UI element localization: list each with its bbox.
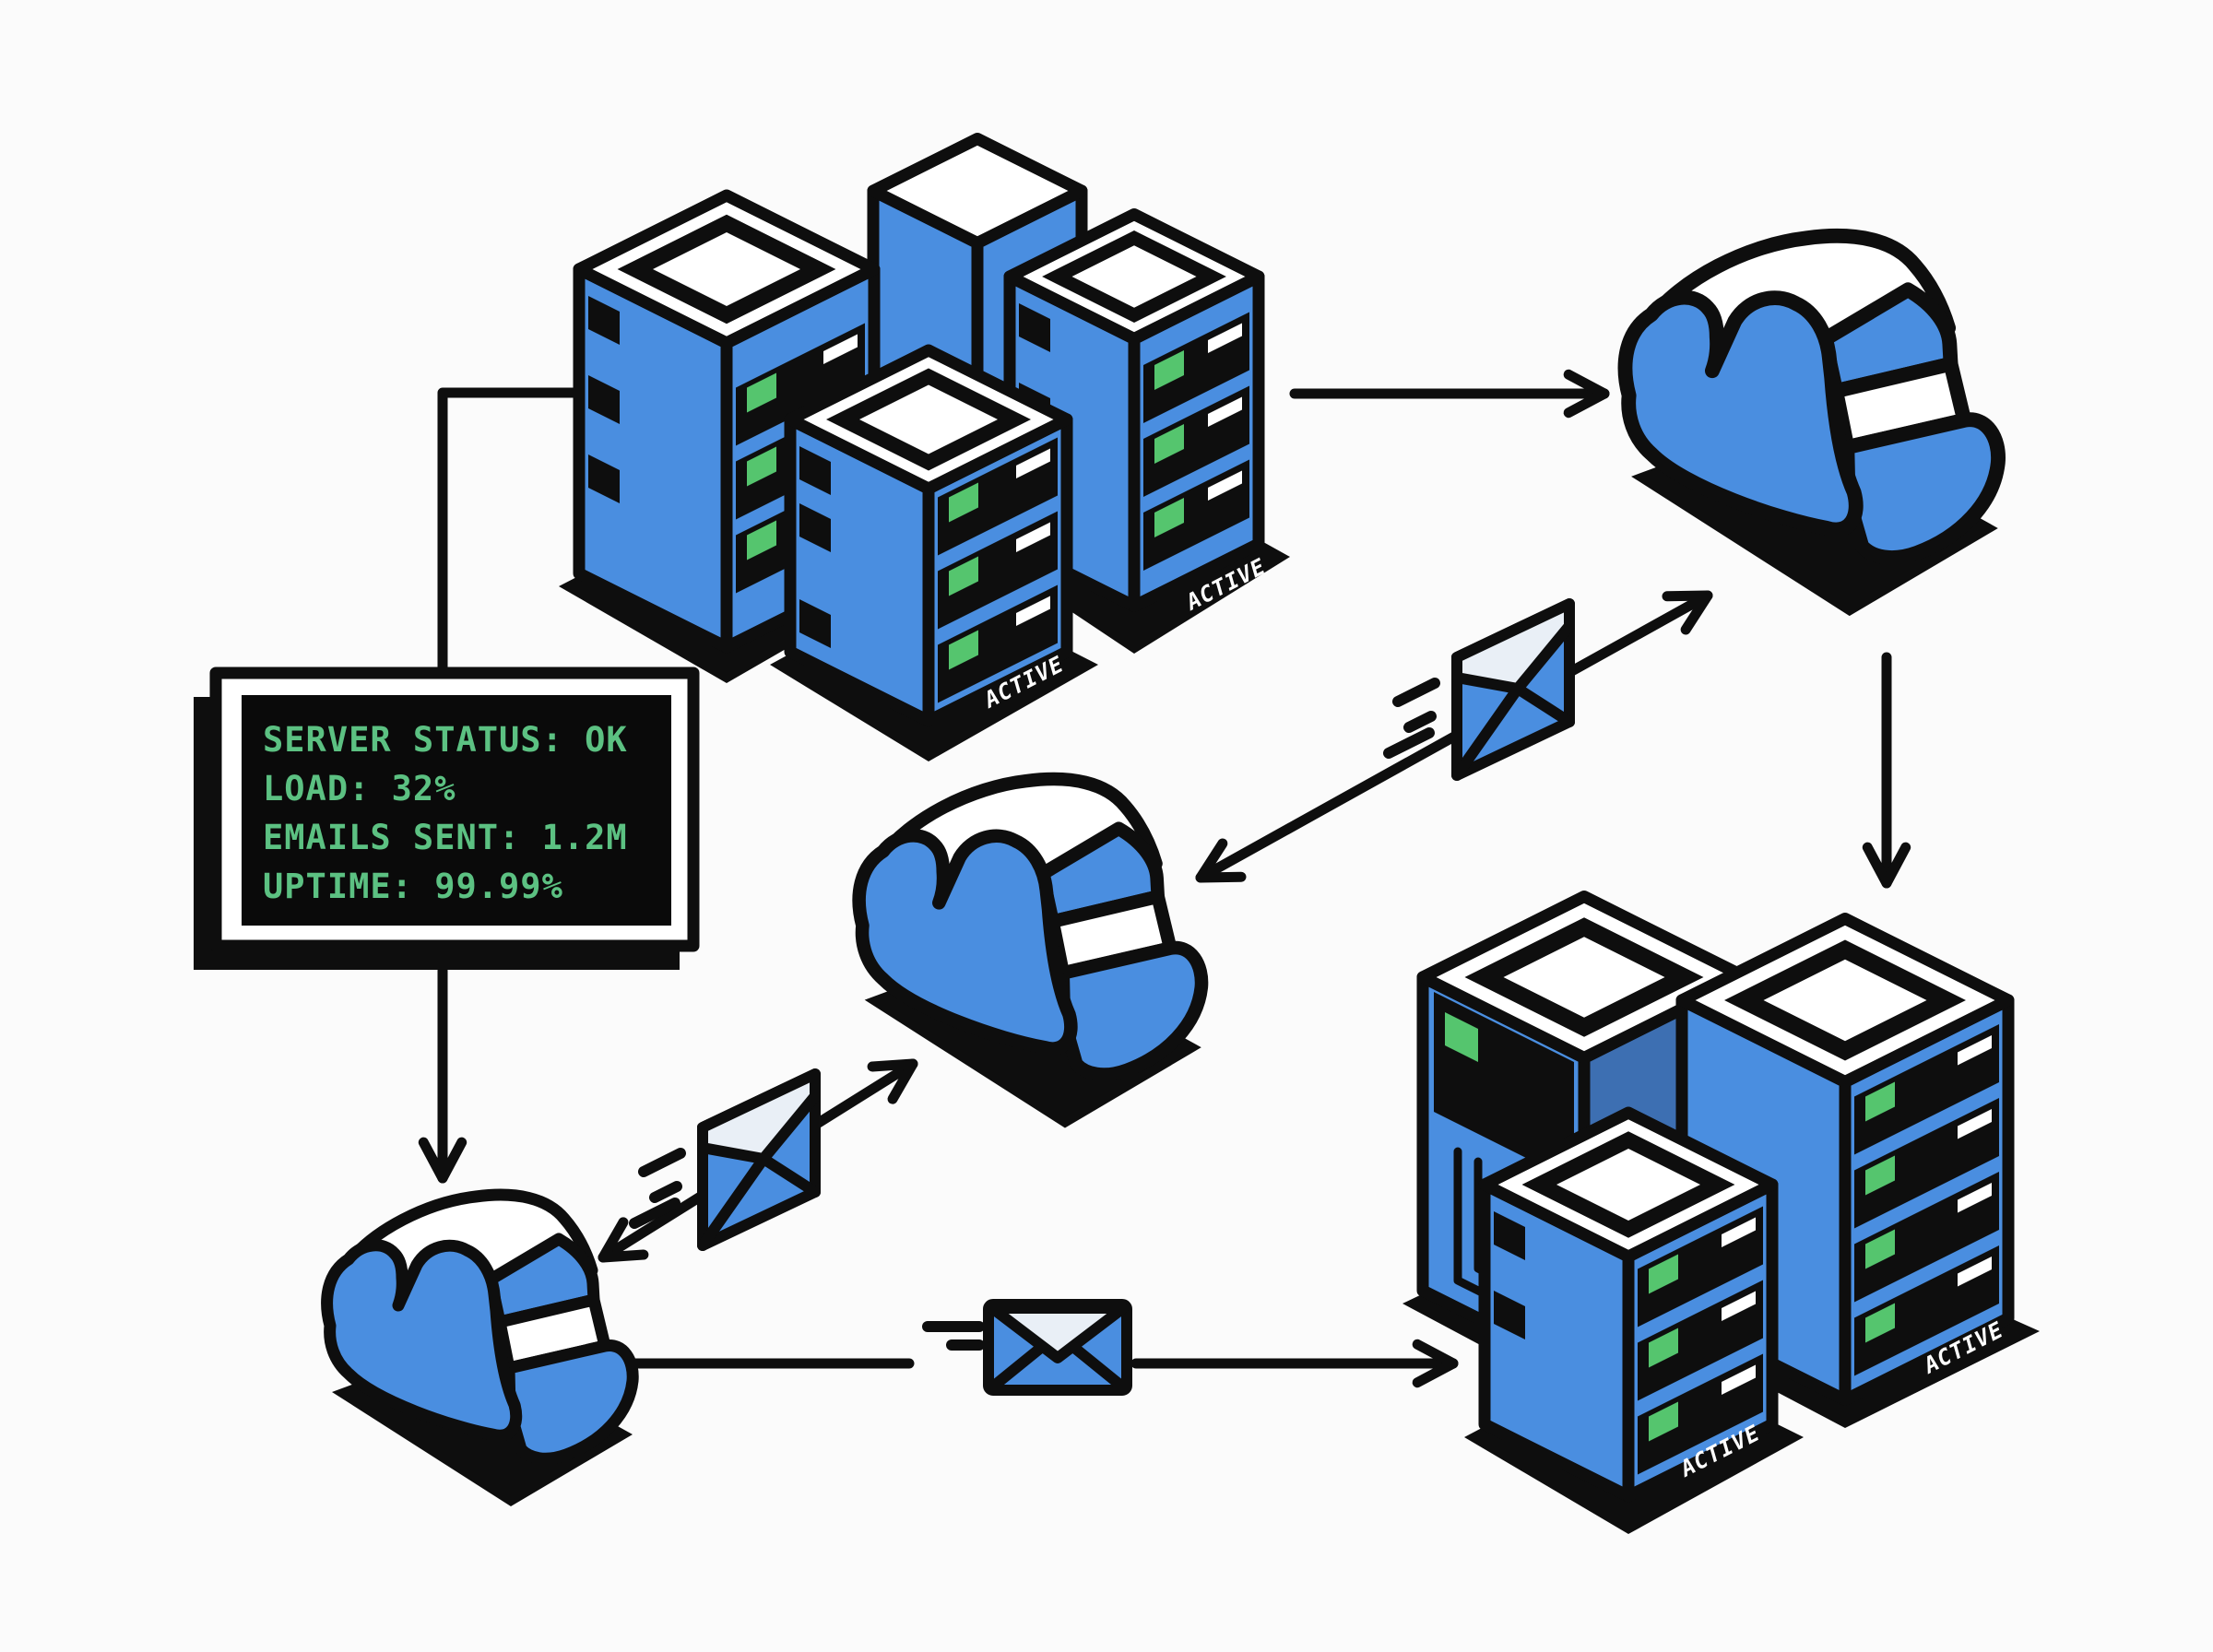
cloud-side-lobe (1056, 940, 1209, 1081)
led-indicator (1865, 1155, 1895, 1196)
email-envelope-middle (629, 1068, 821, 1251)
envelope-fold-line (988, 1341, 1047, 1392)
email-envelope-upper (1383, 598, 1575, 781)
drive-slot (1016, 448, 1050, 478)
terminal-screen (242, 695, 671, 926)
destination-server-cluster (1402, 891, 2040, 1534)
drive-slot (823, 334, 858, 364)
drive-slot (1958, 1109, 1992, 1139)
arrowhead (1195, 838, 1247, 883)
tower-top-inner (1503, 937, 1665, 1018)
tower-top-inner (859, 384, 998, 454)
tower-top-inner (1763, 959, 1927, 1042)
speed-line (629, 1198, 680, 1229)
vent (1019, 303, 1050, 352)
cloud-node-top-right (1617, 228, 2006, 617)
drive-slot (1958, 1035, 1992, 1066)
arrow-cluster-to-cloud (1289, 369, 1610, 419)
speed-line (1392, 678, 1440, 707)
drive-slot (1208, 470, 1242, 501)
drive-slot (1958, 1183, 1992, 1213)
email-envelopes-layer (629, 598, 1575, 1396)
terminal-line-uptime: UPTIME: 99.99% (263, 867, 563, 906)
arrow-cloud-to-rack (1862, 652, 1911, 889)
envelope-flap (1451, 598, 1575, 694)
drive-slot (1208, 396, 1242, 427)
vent (588, 375, 620, 424)
led-indicator (1865, 1229, 1895, 1269)
vent (799, 599, 831, 648)
cloud-front-face (1617, 289, 1864, 537)
drive-slot (1722, 1291, 1756, 1321)
server-clusters-layer (559, 133, 2040, 1534)
cloud-side-lobe (1840, 412, 2006, 565)
led-indicator (1154, 424, 1184, 464)
drive-slot (1016, 596, 1050, 626)
envelope-flap (987, 1303, 1129, 1363)
tower-top-inner (1556, 1149, 1700, 1221)
led-indicator (1865, 1081, 1895, 1122)
arrow-terminal-to-cloud (418, 965, 467, 1184)
email-envelope-bottom (922, 1299, 1132, 1396)
vent (588, 454, 620, 503)
server-tower-front-active (1464, 1106, 1804, 1534)
envelope-flap (697, 1068, 821, 1164)
arrow-envelope-to-servers (1130, 1339, 1459, 1388)
led-indicator (949, 482, 978, 523)
terminal-line-load: LOAD: 32% (263, 769, 456, 808)
link-cluster-to-terminal (437, 387, 588, 678)
screen-led (1445, 1012, 1478, 1062)
drive-slot (1958, 1257, 1992, 1287)
arrowhead (867, 1058, 918, 1104)
led-indicator (1154, 498, 1184, 537)
drive-slot (1016, 522, 1050, 552)
led-indicator (1649, 1328, 1678, 1368)
led-indicator (747, 446, 776, 487)
vent (588, 296, 620, 345)
tower-top-inner (653, 232, 800, 306)
cloud-node-middle (852, 772, 1209, 1128)
vent (1494, 1211, 1525, 1260)
led-indicator (1649, 1254, 1678, 1294)
server-tower-front (770, 344, 1098, 761)
arrowhead (1412, 1339, 1459, 1388)
cloud-side-lobe (503, 1339, 639, 1465)
speed-line (649, 1181, 682, 1203)
speed-line (1383, 727, 1435, 759)
arrowhead (1662, 590, 1713, 635)
status-terminal: SERVER STATUS: OK LOAD: 32% EMAILS SENT:… (194, 667, 700, 970)
tower-top (867, 133, 1088, 249)
envelope-fold-line (1068, 1341, 1128, 1392)
led-indicator (1154, 350, 1184, 390)
led-indicator (949, 630, 978, 670)
arrowhead (598, 1217, 649, 1263)
envelope-fold-lines (1451, 683, 1575, 781)
led-indicator (1865, 1303, 1895, 1343)
drive-slot (1722, 1217, 1756, 1247)
cloud-nodes-layer (321, 228, 2006, 1506)
vent (799, 446, 831, 495)
led-indicator (949, 556, 978, 596)
terminal-line-emails: EMAILS SENT: 1.2M (263, 818, 628, 857)
terminal-line-status: SERVER STATUS: OK (263, 720, 628, 760)
cloud-front-face (321, 1239, 523, 1442)
vent (799, 503, 831, 552)
arrowhead (418, 1137, 467, 1184)
arrowhead (1563, 369, 1610, 419)
cloud-node-bottom-left (321, 1188, 639, 1506)
drive-slot (1208, 323, 1242, 353)
speed-line (1403, 711, 1437, 733)
arrow-line (437, 387, 588, 678)
arrowhead (1862, 842, 1911, 889)
vent (1494, 1291, 1525, 1339)
drive-slot (1722, 1364, 1756, 1395)
led-indicator (1649, 1401, 1678, 1442)
speed-line (638, 1148, 686, 1177)
envelope-fold-lines (697, 1153, 821, 1251)
led-indicator (747, 520, 776, 560)
cloud-front-face (852, 829, 1078, 1056)
tower-top-inner (1071, 245, 1197, 308)
led-indicator (747, 372, 776, 413)
